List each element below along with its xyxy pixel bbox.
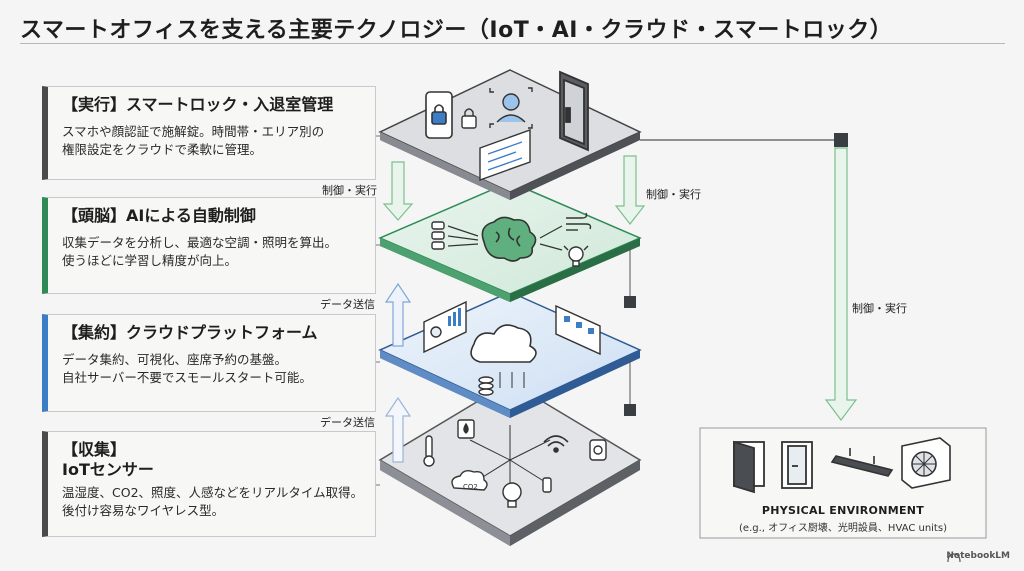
smartphone-icon [425,91,453,139]
ceiling-light-icon [830,448,894,477]
card-smart-lock-line-1: スマホや顔認証で施解錠。時間帯・エリア別の [62,124,325,139]
database-icon [478,376,494,396]
card-iot-sensor: 【収集】 IoTセンサー 温湿度、CO2、照度、人感などをリアルタイム取得。 後… [42,431,376,537]
card-cloud-platform-line-2: 自社サーバー不要でスモールスタート可能。 [62,370,312,385]
environment-title: PHYSICAL ENVIRONMENT [761,504,925,517]
door-icon [559,70,589,152]
lamp-icon [563,245,589,267]
ai-brain-icon [481,216,537,262]
card-cloud-platform-heading: 【集約】クラウドプラットフォーム [62,323,318,342]
platform-ai [378,181,642,302]
card-ai-control: 【頭脳】AIによる自動制御 収集データを分析し、最適な空調・照明を算出。 使うほ… [42,197,376,294]
face-recognition-icon [489,87,533,129]
thermometer-icon [423,435,435,467]
page-title: スマートオフィスを支える主要テクノロジー（IoT・AI・クラウド・スマートロック… [20,18,893,43]
environment-subtitle: (e.g., オフィス厨壊、光明設員、HVAC units) [739,523,947,534]
card-cloud-platform-line-1: データ集約、可視化、座席予約の基盤。 [62,352,288,367]
title-divider [20,43,1005,44]
platform-iot-sensors: CO2 [378,381,642,546]
flow-label-data-upper: データ送信 [320,298,375,311]
card-iot-sensor-line-2: 後付け容易なワイヤレス型。 [62,503,225,518]
card-connectors [376,135,380,486]
card-iot-sensor-heading: 【収集】 [62,440,127,459]
junction-node [834,133,848,147]
platform-smart-lock [378,69,642,200]
control-down-arrow-right [824,147,858,421]
card-cloud-platform: 【集約】クラウドプラットフォーム データ集約、可視化、座席予約の基盤。 自社サー… [42,314,376,412]
card-ai-control-line-2: 使うほどに学習し精度が向上。 [62,253,238,268]
card-smart-lock-heading: 【実行】スマートロック・入退室管理 [62,95,334,114]
flow-label-control-right: 制御・実行 [852,302,907,315]
schedule-panel-icon [479,129,531,181]
usb-sensor-icon [542,477,552,493]
glass-door-icon [781,441,813,489]
cloud-icon [470,324,537,363]
flow-label-data-lower: データ送信 [320,416,375,429]
card-smart-lock: 【実行】スマートロック・入退室管理 スマホや顔認証で施解錠。時間帯・エリア別の … [42,86,376,180]
padlock-icon [461,108,477,129]
card-ai-control-line-1: 収集データを分析し、最適な空調・照明を算出。 [62,235,338,250]
airflow-icon [566,212,592,231]
co2-cloud-icon [451,469,488,491]
platform-cloud [378,291,642,418]
notebooklm-logo-icon [947,553,961,563]
light-bulb-icon [502,482,522,508]
control-down-arrow-left [382,161,414,221]
card-ai-control-heading: 【頭脳】AIによる自動制御 [62,206,256,225]
hvac-unit-icon [901,437,951,489]
card-iot-sensor-line-1: 温湿度、CO2、照度、人感などをリアルタイム取得。 [62,485,364,500]
platform-posts [624,296,636,416]
dashboard-chart-icon [423,300,467,354]
motion-sensor-icon [589,439,607,461]
card-smart-lock-line-2: 権限設定をクラウドで柔軟に管理。 [62,142,263,157]
co2-label: CO2 [463,483,478,491]
card-iot-sensor-heading-2: IoTセンサー [62,460,154,479]
control-down-arrow-mid [614,155,646,225]
humidity-sensor-icon [457,419,475,439]
flow-label-control-top: 制御・実行 [322,184,377,197]
data-up-arrow-lower [384,396,412,463]
flow-label-control-mid: 制御・実行 [646,188,701,201]
data-stack-icon [431,221,445,250]
brand-label: NotebookLM [946,551,1010,561]
seat-booking-grid-icon [555,304,601,356]
wireless-signal-icon [543,435,569,453]
data-up-arrow-upper [384,282,412,347]
office-door-icon [733,440,765,494]
